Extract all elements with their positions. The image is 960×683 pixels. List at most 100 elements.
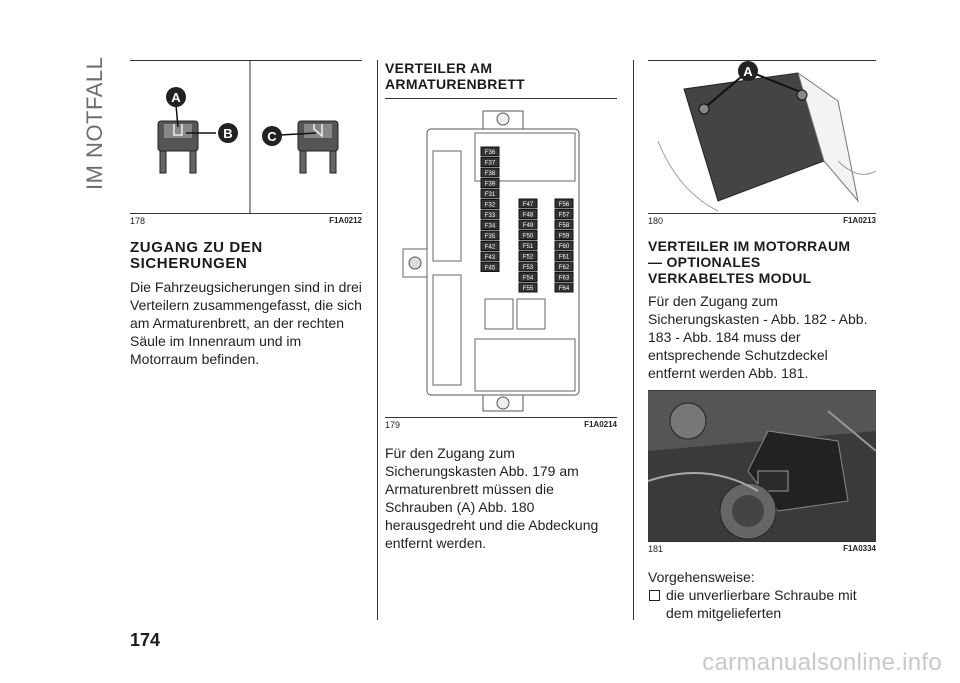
fuse-slot bbox=[480, 241, 500, 251]
mini-fuse-right-icon bbox=[279, 120, 339, 174]
label-a-icon: A bbox=[166, 87, 186, 107]
figure-number: 181 bbox=[648, 544, 664, 554]
fuse-slot bbox=[518, 219, 538, 230]
fuse-label: F61 bbox=[559, 255, 570, 261]
fuse-slot bbox=[480, 188, 500, 199]
fuse-label: F55 bbox=[523, 286, 534, 292]
label-a-icon: A bbox=[738, 61, 758, 81]
figure-code: F1A0334 bbox=[843, 544, 876, 553]
fuse-slot bbox=[480, 209, 500, 220]
bullet-box-icon bbox=[649, 590, 660, 601]
fuse-slot bbox=[480, 220, 500, 230]
fuse-label: F36 bbox=[485, 150, 496, 156]
fuse-label: F31 bbox=[485, 192, 496, 198]
screw-right-icon bbox=[796, 89, 808, 101]
column-divider-1 bbox=[377, 60, 378, 620]
fuse-slot bbox=[554, 230, 574, 240]
section-heading: ZUGANG ZU DEN SICHERUNGEN bbox=[130, 239, 263, 272]
svg-text:C: C bbox=[267, 129, 277, 144]
fuse-label: F35 bbox=[485, 234, 496, 240]
fuse-label: F54 bbox=[523, 276, 534, 282]
fuse-label: F45 bbox=[485, 266, 496, 272]
fuse-label: F48 bbox=[523, 213, 534, 219]
fuse-label: F53 bbox=[523, 265, 534, 271]
fuse-slot bbox=[518, 198, 538, 209]
column-3: A 180 F1A0213 VERTEILER IM MOTORRAUM — O… bbox=[647, 60, 877, 622]
label-b-icon: B bbox=[218, 123, 238, 143]
figure-number: 179 bbox=[385, 420, 401, 430]
fuse-slot bbox=[480, 230, 500, 241]
fuse-slot bbox=[554, 251, 574, 261]
cover-illustration: A bbox=[648, 61, 877, 213]
figure-code: F1A0213 bbox=[843, 216, 876, 225]
fuse-slot bbox=[480, 157, 500, 167]
fuse-slot bbox=[554, 282, 574, 293]
fuse-slot bbox=[480, 167, 500, 178]
procedure-step: die unverlierbare Schraube mit dem mitge… bbox=[648, 586, 876, 622]
watermark: carmanualsonline.info bbox=[702, 649, 942, 676]
figure-181 bbox=[647, 390, 877, 542]
fuse-slot bbox=[554, 272, 574, 282]
fuse-label: F51 bbox=[523, 244, 534, 250]
fuse-label: F64 bbox=[559, 286, 570, 292]
figure-code: F1A0212 bbox=[329, 216, 362, 225]
figure-179-caption: 179 F1A0214 bbox=[385, 420, 617, 430]
fuse-label: F32 bbox=[485, 203, 496, 209]
fuse-label: F52 bbox=[523, 255, 534, 261]
fuse-illustration: A B C bbox=[157, 61, 339, 213]
column-1: A B C 178 F1A0212 ZUGANG ZU DEN SICHERU bbox=[130, 60, 362, 368]
svg-text:B: B bbox=[223, 126, 232, 141]
fuse-label: F57 bbox=[559, 213, 570, 219]
fuse-slot bbox=[480, 251, 500, 262]
procedure-step-text: die unverlierbare Schraube mit dem mitge… bbox=[666, 587, 857, 621]
fuse-slot bbox=[518, 282, 538, 293]
fuse-slot bbox=[480, 199, 500, 209]
fuse-slot bbox=[480, 146, 500, 157]
fuse-label: F58 bbox=[559, 223, 570, 229]
section-title: IM NOTFALL bbox=[82, 56, 107, 190]
fuse-slot bbox=[518, 251, 538, 261]
fuse-label: F37 bbox=[485, 161, 496, 167]
fuse-slot bbox=[480, 262, 500, 272]
fuse-label: F39 bbox=[485, 182, 496, 188]
fuse-label: F50 bbox=[523, 234, 534, 240]
fuse-label: F49 bbox=[523, 223, 534, 229]
fuse-label: F59 bbox=[559, 234, 570, 240]
label-c-icon: C bbox=[262, 126, 282, 146]
fuse-label: F47 bbox=[523, 202, 534, 208]
body-paragraph: Für den Zugang zum Sicherungskasten - Ab… bbox=[648, 293, 868, 381]
figure-181-caption: 181 F1A0334 bbox=[648, 544, 876, 554]
fuse-slot bbox=[554, 219, 574, 230]
figure-number: 178 bbox=[130, 216, 146, 226]
figure-178-caption: 178 F1A0212 bbox=[130, 216, 362, 226]
fuse-label: F56 bbox=[559, 202, 570, 208]
section-heading: VERTEILER IM MOTORRAUM — OPTIONALES VERK… bbox=[648, 238, 851, 286]
figure-number: 180 bbox=[648, 216, 664, 226]
fuse-slot bbox=[554, 240, 574, 251]
fuse-label: F62 bbox=[559, 265, 570, 271]
fuse-slot bbox=[518, 272, 538, 282]
fuse-label: F42 bbox=[485, 245, 496, 251]
fuse-slot bbox=[518, 240, 538, 251]
mini-fuse-left-icon bbox=[157, 104, 216, 174]
fuse-label: F43 bbox=[485, 255, 496, 261]
fuse-label: F63 bbox=[559, 276, 570, 282]
fuse-label: F34 bbox=[485, 224, 496, 230]
page-number: 174 bbox=[130, 630, 161, 650]
fuse-label: F38 bbox=[485, 171, 496, 177]
svg-text:A: A bbox=[743, 64, 753, 79]
fuse-slot bbox=[554, 198, 574, 209]
fuse-slot bbox=[554, 261, 574, 272]
screw-left-icon bbox=[698, 103, 710, 115]
figure-code: F1A0214 bbox=[584, 420, 617, 429]
section-heading: VERTEILER AM ARMATURENBRETT bbox=[385, 60, 526, 92]
fuse-label: F33 bbox=[485, 213, 496, 219]
body-paragraph: Für den Zugang zum Sicherungskasten Abb.… bbox=[385, 445, 599, 551]
fuse-slot bbox=[518, 230, 538, 240]
figure-180-caption: 180 F1A0213 bbox=[648, 216, 876, 226]
fuse-label: F60 bbox=[559, 244, 570, 250]
body-paragraph: Die Fahrzeugsicherungen sind in drei Ver… bbox=[130, 279, 362, 367]
figure-178: A B C bbox=[130, 60, 362, 214]
fuse-box-diagram: F36F37F38F39F31F32F33F34F35F42F43F45F47F… bbox=[402, 110, 580, 412]
